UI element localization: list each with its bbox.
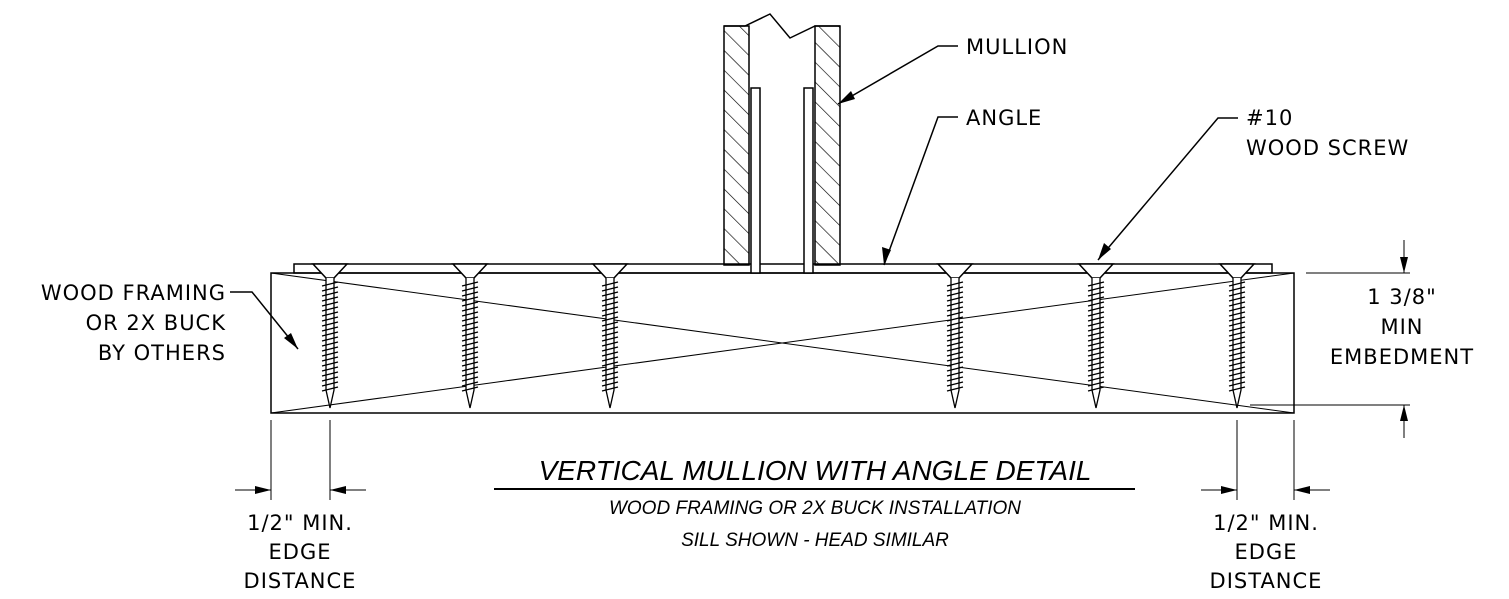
- edge-right-label-line1: 1/2" MIN.: [1213, 511, 1319, 535]
- embedment-dimension: [1250, 240, 1410, 438]
- mullion-label: MULLION: [966, 35, 1068, 59]
- edge-distance-right-dimension: [1201, 420, 1330, 500]
- detail-subtitle-1: WOOD FRAMING OR 2X BUCK INSTALLATION: [609, 498, 1021, 519]
- embedment-label-line2: MIN: [1380, 315, 1423, 339]
- embedment-label-line1: 1 3/8": [1367, 285, 1437, 309]
- edge-left-label-line1: 1/2" MIN.: [247, 511, 353, 535]
- wood-screw: [591, 263, 629, 409]
- wood-screws: [311, 263, 1256, 409]
- leaders: [230, 45, 1238, 350]
- embedment-label-line3: EMBEDMENT: [1330, 345, 1474, 369]
- edge-left-label-line2: EDGE: [269, 540, 332, 564]
- edge-right-label-line2: EDGE: [1235, 540, 1298, 564]
- framing-label-line1: WOOD FRAMING: [41, 281, 226, 305]
- angle-vertical-legs: [750, 87, 814, 274]
- screw-label-line2: WOOD SCREW: [1246, 136, 1409, 160]
- edge-left-label-line3: DISTANCE: [244, 569, 357, 593]
- framing-label-line2: OR 2X BUCK: [86, 311, 227, 335]
- wood-screw: [1077, 263, 1115, 409]
- screw-label-line1: #10: [1246, 106, 1293, 130]
- detail-subtitle-2: SILL SHOWN - HEAD SIMILAR: [681, 530, 949, 551]
- wood-framing-block: [270, 272, 1295, 414]
- edge-distance-left-dimension: [235, 420, 366, 500]
- wood-screw: [311, 263, 349, 409]
- angle-label: ANGLE: [966, 106, 1042, 130]
- wood-screw: [451, 263, 489, 409]
- angle-flange: [293, 263, 1273, 274]
- wood-screw: [1218, 263, 1256, 409]
- mullion: [723, 13, 841, 266]
- detail-title: VERTICAL MULLION WITH ANGLE DETAIL: [539, 455, 1092, 486]
- edge-right-label-line3: DISTANCE: [1210, 569, 1323, 593]
- wood-screw: [936, 263, 974, 409]
- framing-label-line3: BY OTHERS: [98, 341, 226, 365]
